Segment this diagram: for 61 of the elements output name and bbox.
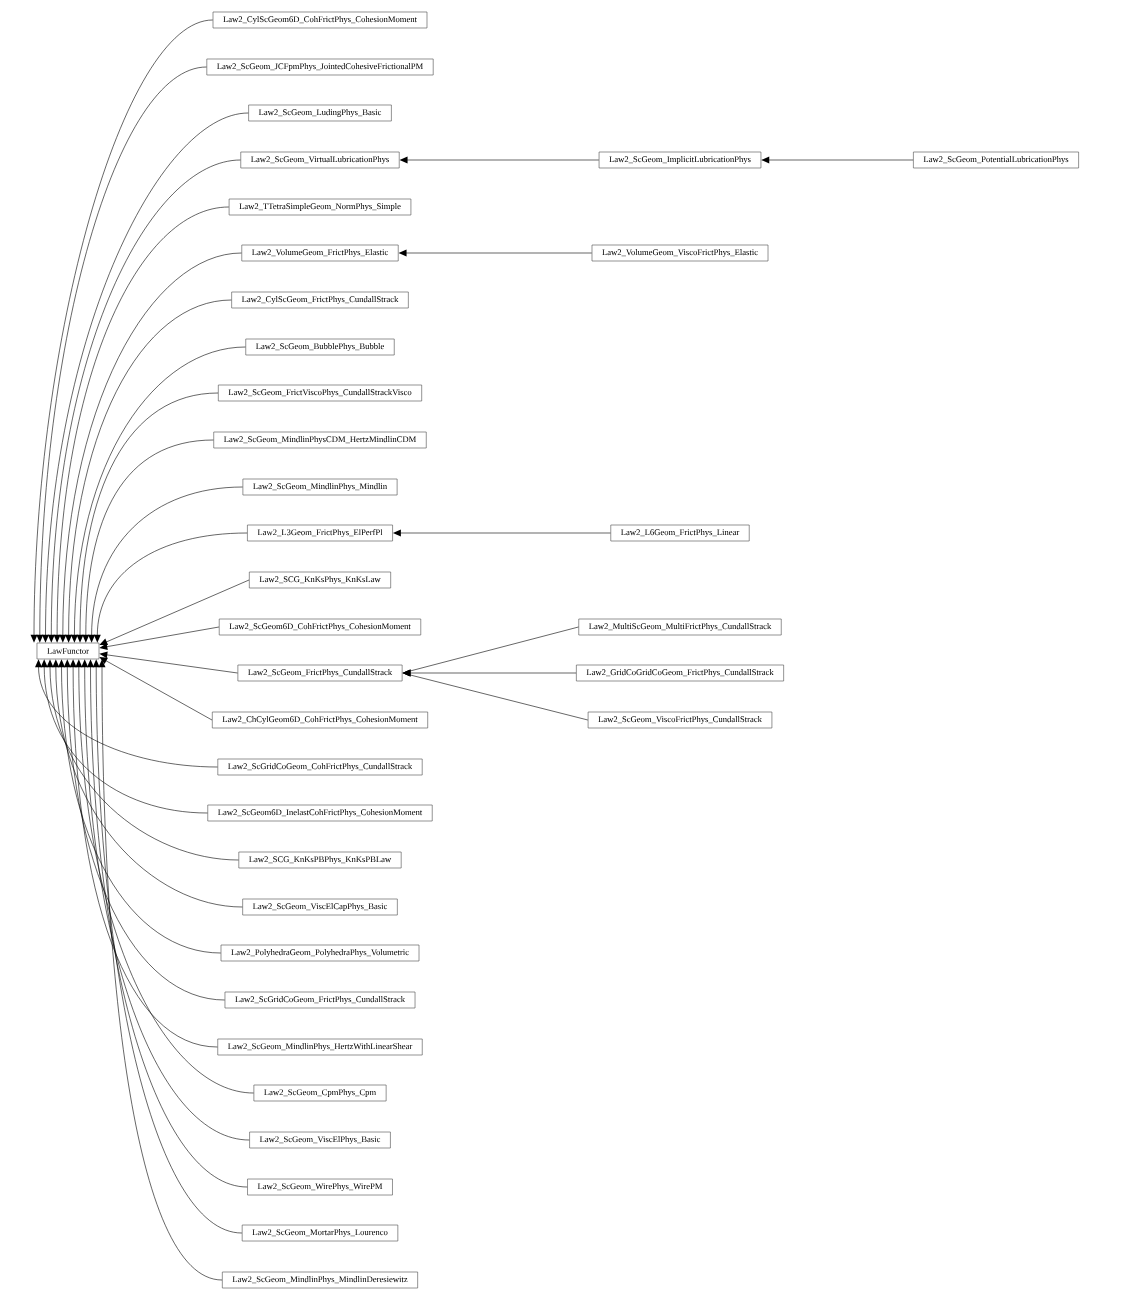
- arrow: [82, 439, 214, 643]
- class-box: Law2_ScGeom_MindlinPhys_MindlinDeresiewitz: [222, 1271, 418, 1289]
- arrow: [40, 659, 208, 814]
- arrow: [761, 156, 914, 164]
- class-box: Law2_ScGeom_MindlinPhys_HertzWithLinearShear: [217, 1038, 423, 1056]
- arrow: [398, 249, 592, 257]
- class-box: Law2_ScGeom_MindlinPhys_Mindlin: [242, 478, 398, 496]
- arrow: [53, 206, 230, 643]
- class-box: Law2_ScGeom_FrictViscoPhys_CundallStrackVisco: [218, 384, 422, 402]
- arrow: [35, 659, 218, 768]
- class-box: Law2_SCG_KnKsPhys_KnKsLaw: [249, 571, 391, 589]
- class-box: Law2_ScGeom_MindlinPhysCDM_HertzMindlinCDM: [213, 431, 427, 449]
- arrow: [392, 529, 611, 537]
- class-box: Law2_ScGeom_LudingPhys_Basic: [248, 104, 392, 122]
- class-box: Law2_ScGeom_FrictPhys_CundallStrack: [237, 664, 403, 682]
- arrow: [63, 659, 225, 1001]
- class-box: Law2_GridCoGridCoGeom_FrictPhys_CundallStrack: [576, 664, 784, 682]
- arrow: [46, 659, 239, 861]
- class-box: Law2_ScGridCoGeom_CohFrictPhys_CundallStrack: [217, 758, 423, 776]
- class-box: Law2_ScGeom_ViscoFrictPhys_CundallStrack: [587, 711, 773, 729]
- class-box: Law2_ScGeom_BubblePhys_Bubble: [245, 338, 395, 356]
- class-box: Law2_SCG_KnKsPBPhys_KnKsPBLaw: [238, 851, 402, 869]
- class-box: Law2_ChCylGeom6D_CohFrictPhys_CohesionMoment: [212, 711, 428, 729]
- arrow: [402, 669, 589, 721]
- class-box: Law2_ScGeom_WirePhys_WirePM: [247, 1178, 393, 1196]
- class-box: Law2_L6Geom_FrictPhys_Linear: [610, 524, 750, 542]
- class-box: Law2_L3Geom_FrictPhys_ElPerfPl: [247, 524, 393, 542]
- arrow: [65, 299, 232, 643]
- arrow: [52, 659, 243, 908]
- class-box: Law2_MultiScGeom_MultiFrictPhys_CundallStrack: [578, 618, 782, 636]
- class-box: Law2_ScGeom_ImplicitLubricationPhys: [598, 151, 762, 169]
- arrow: [58, 659, 221, 954]
- class-box: Law2_ScGeom_CpmPhys_Cpm: [253, 1084, 387, 1102]
- class-box: LawFunctor: [36, 642, 100, 660]
- class-box: Law2_CylScGeom_FrictPhys_CundallStrack: [231, 291, 409, 309]
- class-box: Law2_CylScGeom6D_CohFrictPhys_CohesionMoment: [212, 11, 428, 29]
- class-box: Law2_ScGeom_PotentialLubricationPhys: [913, 151, 1079, 169]
- class-box: Law2_VolumeGeom_ViscoFrictPhys_Elastic: [591, 244, 769, 262]
- class-box: Law2_ScGridCoGeom_FrictPhys_CundallStrack: [224, 991, 416, 1009]
- arrow: [70, 346, 246, 643]
- arrow: [59, 252, 242, 643]
- arrow: [69, 659, 218, 1048]
- class-box: Law2_ScGeom_ViscElPhys_Basic: [249, 1131, 391, 1149]
- arrow: [76, 392, 219, 643]
- arrow: [93, 532, 248, 643]
- arrow: [99, 579, 250, 646]
- class-box: Law2_ScGeom_VirtualLubricationPhys: [240, 151, 400, 169]
- class-box: Law2_ScGeom_ViscElCapPhys_Basic: [242, 898, 398, 916]
- class-box: Law2_ScGeom6D_InelastCohFrictPhys_CohesionMoment: [207, 804, 433, 822]
- arrow: [98, 659, 223, 1281]
- class-box: Law2_ScGeom_JCFpmPhys_JointedCohesiveFrictionalPM: [206, 58, 434, 76]
- class-box: Law2_PolyhedraGeom_PolyhedraPhys_Volumetric: [220, 944, 420, 962]
- arrow: [99, 626, 220, 651]
- arrow: [399, 156, 600, 164]
- arrow: [88, 486, 243, 643]
- class-box: Law2_ScGeom_MortarPhys_Lourenco: [241, 1224, 399, 1242]
- arrow: [99, 657, 213, 721]
- arrow: [99, 651, 238, 674]
- class-box: Law2_ScGeom6D_CohFrictPhys_CohesionMoment: [218, 618, 422, 636]
- class-box: Law2_TTetraSimpleGeom_NormPhys_Simple: [228, 198, 412, 216]
- class-box: Law2_VolumeGeom_FrictPhys_Elastic: [241, 244, 399, 262]
